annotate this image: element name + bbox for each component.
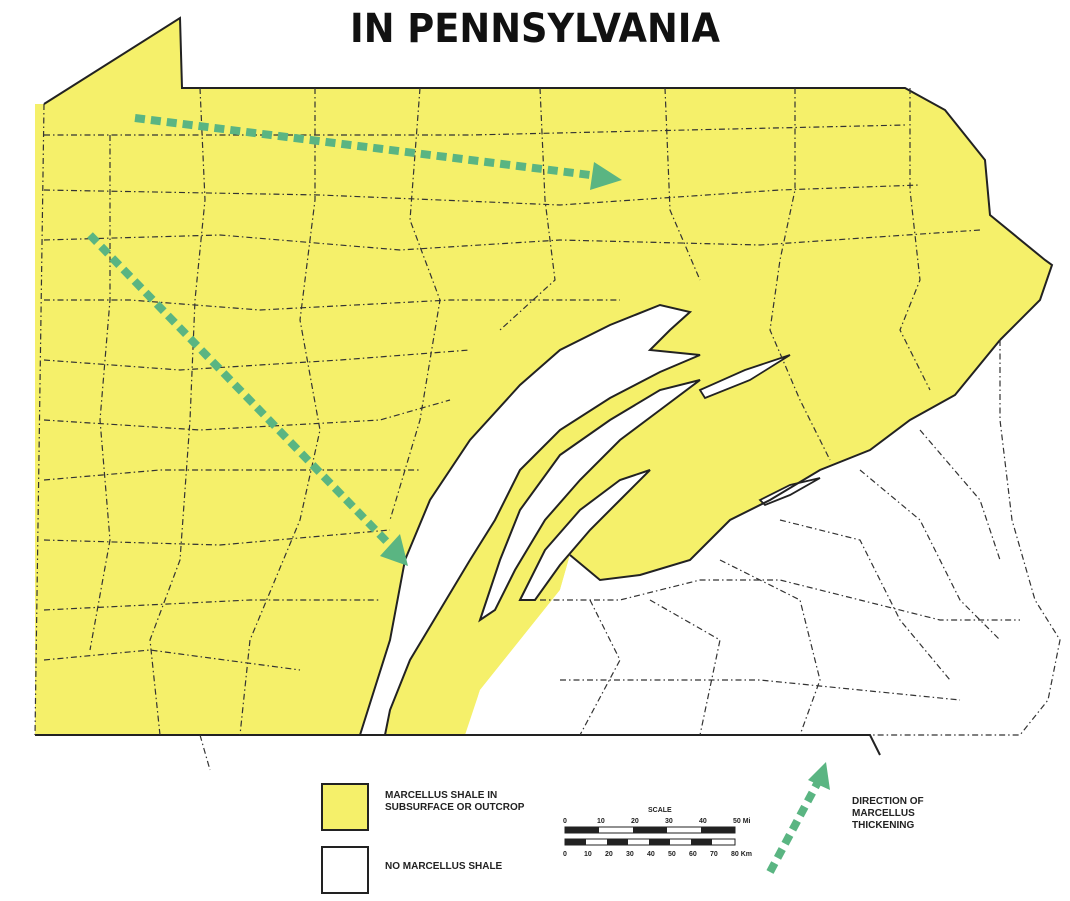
- scale-mi-tick: 40: [699, 818, 707, 825]
- legend-arrow-label: DIRECTION OF MARCELLUS THICKENING: [852, 796, 924, 832]
- ridge-gap-1: [360, 305, 700, 735]
- legend-no-shale-label: NO MARCELLUS SHALE: [385, 861, 502, 873]
- thickening-arrows: [87, 114, 830, 874]
- arrow-shaft-legend: [766, 780, 822, 874]
- west-border: [34, 103, 45, 736]
- arrow-shaft-north: [134, 114, 591, 179]
- scale-mi-tick: 50 Mi: [733, 818, 751, 825]
- scale-km-tick: 10: [584, 851, 592, 858]
- scale-mi-tick: 20: [631, 818, 639, 825]
- outcrop-boundary-3: [518, 469, 651, 601]
- south-border: [35, 734, 881, 756]
- no-shale-region: [465, 340, 1060, 735]
- legend-shale-swatch: [321, 783, 369, 831]
- arrow-shaft-west: [87, 232, 393, 548]
- scale-mi-tick: 30: [665, 818, 673, 825]
- shale-boundary: [569, 339, 1001, 582]
- scale-mi-tick: 0: [563, 818, 567, 825]
- scale-bar: SCALE 0 10 20 30 40 50 Mi 0 10 20 30 40 50 60 70 80 K…: [563, 807, 752, 858]
- arrowhead-north: [590, 162, 622, 190]
- outcrop-boundary-2: [478, 379, 701, 623]
- scale-km-tick: 0: [563, 851, 567, 858]
- map-title: IN PENNSYLVANIA: [350, 6, 720, 52]
- state-border: [43, 16, 1054, 341]
- legend-arrow-line-3: THICKENING: [852, 820, 915, 831]
- legend-arrow-line-2: MARCELLUS: [852, 808, 915, 819]
- scale-title: SCALE: [648, 807, 672, 814]
- arrowhead-west: [380, 534, 408, 566]
- scale-km-tick: 70: [710, 851, 718, 858]
- scale-km-tick: 20: [605, 851, 613, 858]
- county-lines: [43, 87, 1020, 771]
- scale-km-tick: 50: [668, 851, 676, 858]
- scale-km-tick: 80 Km: [731, 851, 752, 858]
- legend-shale-line-2: SUBSURFACE OR OUTCROP: [385, 802, 525, 813]
- outcrop-boundary-4: [698, 354, 791, 400]
- arrowhead-legend: [808, 762, 830, 790]
- outcrop-boundary-5: [758, 477, 821, 507]
- scale-km-tick: 60: [689, 851, 697, 858]
- outcrop-boundary: [359, 303, 701, 736]
- legend-shale-line-1: MARCELLUS SHALE IN: [385, 790, 498, 801]
- legend-no-shale-line: NO MARCELLUS SHALE: [385, 861, 503, 872]
- legend-shale-label: MARCELLUS SHALE IN SUBSURFACE OR OUTCROP: [385, 790, 524, 814]
- east-border: [870, 340, 1061, 736]
- legend-arrow-line-1: DIRECTION OF: [852, 796, 924, 807]
- scale-mi-tick: 10: [597, 818, 605, 825]
- ridge-gap-5: [760, 478, 820, 505]
- scale-km-tick: 40: [647, 851, 655, 858]
- scale-km-tick: 30: [626, 851, 634, 858]
- ridge-gap-4: [700, 355, 790, 398]
- legend-no-shale-swatch: [321, 846, 369, 894]
